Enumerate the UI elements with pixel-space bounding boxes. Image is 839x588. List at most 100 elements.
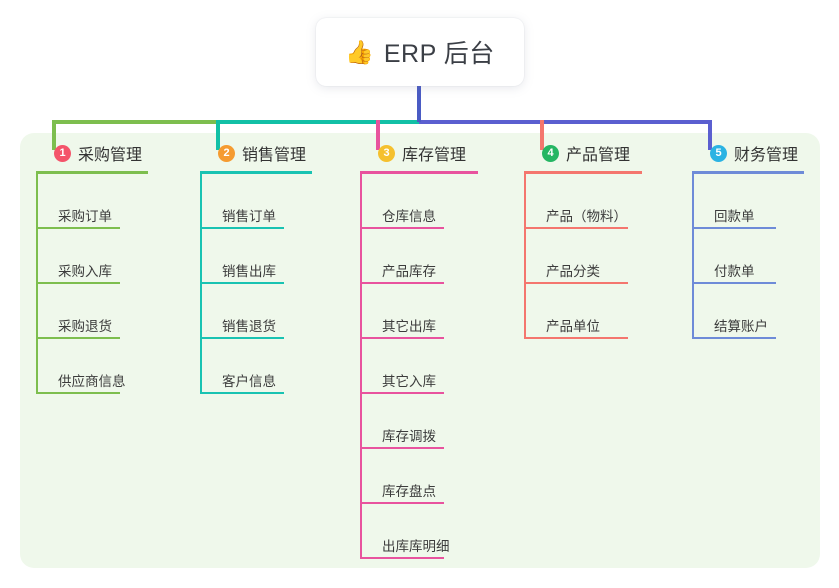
branch-spine: [360, 174, 362, 559]
branch-item[interactable]: 付款单: [692, 229, 822, 284]
branch-spine: [692, 174, 694, 339]
branch-title: 产品管理: [566, 147, 631, 164]
branch-item-label: 结算账户: [714, 319, 768, 334]
branch-item[interactable]: 采购订单: [36, 174, 188, 229]
branch-item-label: 产品分类: [546, 264, 600, 279]
connector-stub-3: [376, 120, 380, 150]
branch-item[interactable]: 库存盘点: [360, 449, 512, 504]
branch-item-label: 客户信息: [222, 374, 276, 389]
branch-item-label: 销售出库: [222, 264, 276, 279]
branch-item[interactable]: 采购退货: [36, 284, 188, 339]
diagram-panel: [20, 133, 820, 568]
branch-item-rule: [360, 502, 444, 504]
branch-item-rule: [692, 282, 776, 284]
branch-item-rule: [36, 392, 120, 394]
branch-item[interactable]: 销售退货: [200, 284, 352, 339]
branch-item-label: 回款单: [714, 209, 755, 224]
branch-item[interactable]: 销售出库: [200, 229, 352, 284]
branch-item-label: 产品单位: [546, 319, 600, 334]
branch-item-label: 采购订单: [58, 209, 112, 224]
branch-item[interactable]: 出库库明细: [360, 504, 512, 559]
root-connector-stem: [417, 86, 421, 122]
branch-item[interactable]: 库存调拨: [360, 394, 512, 449]
thumbs-up-icon: 👍: [345, 38, 374, 65]
connector-bar-segment-2: [216, 120, 419, 124]
branch-item[interactable]: 客户信息: [200, 339, 352, 394]
branch-item[interactable]: 供应商信息: [36, 339, 188, 394]
branch-header-4[interactable]: 4 产品管理: [524, 140, 684, 166]
branch-items: 采购订单采购入库采购退货供应商信息: [36, 174, 188, 394]
branch-number-badge: 1: [54, 144, 71, 162]
branch-item[interactable]: 结算账户: [692, 284, 822, 339]
branch-title: 财务管理: [734, 147, 799, 164]
branch-header-rule: [524, 171, 642, 174]
branch-title: 销售管理: [242, 147, 307, 164]
branch-header-rule: [200, 171, 312, 174]
branch-item[interactable]: 其它入库: [360, 339, 512, 394]
branch-item-rule: [200, 227, 284, 229]
branch-column-2: 2 销售管理销售订单销售出库销售退货客户信息: [200, 140, 352, 394]
branch-item-label: 付款单: [714, 264, 755, 279]
branch-item-label: 产品（物料）: [546, 209, 627, 224]
branch-item-rule: [36, 337, 120, 339]
branch-item-label: 产品库存: [382, 264, 436, 279]
branch-item-label: 供应商信息: [58, 374, 126, 389]
branch-header-2[interactable]: 2 销售管理: [200, 140, 352, 166]
branch-item[interactable]: 仓库信息: [360, 174, 512, 229]
branch-item-label: 出库库明细: [382, 539, 450, 554]
branch-header-3[interactable]: 3 库存管理: [360, 140, 512, 166]
branch-item-rule: [692, 227, 776, 229]
branch-number-badge: 2: [218, 144, 235, 162]
connector-stub-4: [540, 120, 544, 150]
branch-header-rule: [36, 171, 148, 174]
branch-item-label: 采购入库: [58, 264, 112, 279]
branch-number-badge: 3: [378, 144, 395, 162]
branch-items: 回款单付款单结算账户: [692, 174, 822, 339]
branch-item-rule: [36, 282, 120, 284]
branch-header-rule: [692, 171, 804, 174]
branch-item-label: 库存调拨: [382, 429, 436, 444]
branch-item-label: 采购退货: [58, 319, 112, 334]
connector-bar-segment-3: [419, 120, 712, 124]
branch-items: 销售订单销售出库销售退货客户信息: [200, 174, 352, 394]
branch-item-rule: [360, 392, 444, 394]
branch-item[interactable]: 产品库存: [360, 229, 512, 284]
branch-items: 产品（物料） 产品分类产品单位: [524, 174, 684, 339]
connector-stub-2: [216, 120, 220, 150]
branch-item-label: 库存盘点: [382, 484, 436, 499]
branch-item[interactable]: 回款单: [692, 174, 822, 229]
branch-item-rule: [360, 282, 444, 284]
branch-header-1[interactable]: 1 采购管理: [36, 140, 188, 166]
branch-item-rule: [200, 392, 284, 394]
branch-item-rule: [200, 282, 284, 284]
branch-item[interactable]: 产品单位: [524, 284, 684, 339]
branch-column-3: 3 库存管理仓库信息产品库存其它出库其它入库库存调拨库存盘点出库库明细: [360, 140, 512, 559]
branch-column-4: 4 产品管理产品（物料） 产品分类产品单位: [524, 140, 684, 339]
branch-item-rule: [360, 557, 444, 559]
branch-item[interactable]: 其它出库: [360, 284, 512, 339]
branch-items: 仓库信息产品库存其它出库其它入库库存调拨库存盘点出库库明细: [360, 174, 512, 559]
branch-number-badge: 4: [542, 144, 559, 162]
branch-item[interactable]: 产品（物料）: [524, 174, 684, 229]
branch-item[interactable]: 产品分类: [524, 229, 684, 284]
branch-item[interactable]: 销售订单: [200, 174, 352, 229]
branch-item-label: 销售订单: [222, 209, 276, 224]
branch-item-label: 其它出库: [382, 319, 436, 334]
branch-item-rule: [524, 227, 628, 229]
branch-item-rule: [360, 227, 444, 229]
connector-stub-1: [52, 120, 56, 150]
branch-header-rule: [360, 171, 478, 174]
root-node[interactable]: 👍 ERP 后台: [316, 18, 524, 86]
branch-title: 采购管理: [78, 147, 143, 164]
branch-item[interactable]: 采购入库: [36, 229, 188, 284]
branch-title: 库存管理: [402, 147, 467, 164]
branch-item-label: 销售退货: [222, 319, 276, 334]
branch-item-rule: [360, 447, 444, 449]
branch-item-rule: [36, 227, 120, 229]
branch-item-label: 仓库信息: [382, 209, 436, 224]
connector-stub-5: [708, 120, 712, 150]
branch-spine: [200, 174, 202, 394]
branch-item-rule: [524, 282, 628, 284]
branch-spine: [36, 174, 38, 394]
